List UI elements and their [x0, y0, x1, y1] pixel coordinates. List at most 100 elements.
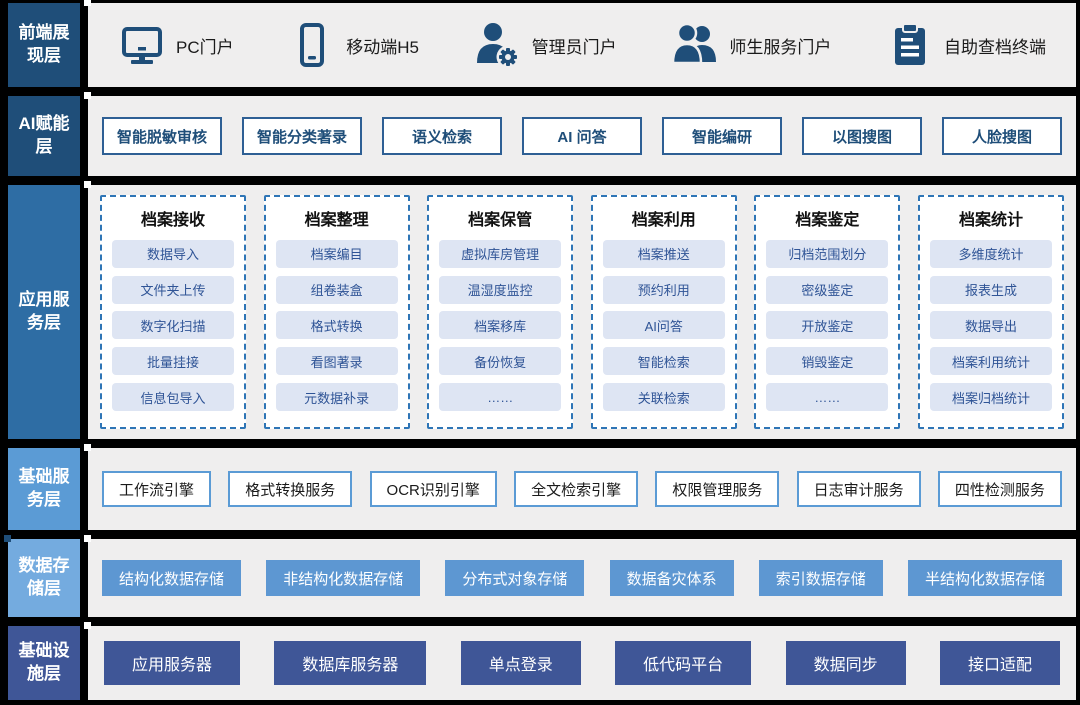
app-column-items: 数据导入 文件夹上传 数字化扫描 批量挂接 信息包导入	[112, 232, 234, 419]
ai-capability-box: 智能脱敏审核	[102, 117, 222, 155]
layer-infrastructure: 基础设施层 应用服务器 数据库服务器 单点登录 低代码平台 数据同步 接口适配	[8, 622, 1076, 700]
layer-label-infrastructure: 基础设施层	[8, 626, 80, 700]
app-module: 档案移库	[439, 311, 562, 340]
base-service-box: OCR识别引擎	[369, 471, 497, 507]
base-service-box: 格式转换服务	[228, 471, 353, 507]
panel-infrastructure: 应用服务器 数据库服务器 单点登录 低代码平台 数据同步 接口适配	[84, 622, 1076, 700]
layer-data-storage: 数据存储层 结构化数据存储 非结构化数据存储 分布式对象存储 数据备灾体系 索引…	[4, 535, 1076, 617]
infrastructure-box: 数据库服务器	[274, 641, 427, 685]
portal-label: 管理员门户	[531, 37, 617, 57]
app-column-title: 档案利用	[631, 212, 696, 229]
app-module: 报表生成	[929, 275, 1052, 304]
ai-capability-box: AI 问答	[522, 117, 642, 155]
app-column-title: 档案统计	[958, 212, 1023, 229]
app-module: 格式转换	[275, 311, 398, 340]
portal-label: 师生服务门户	[729, 37, 832, 57]
app-module: 预约利用	[602, 275, 725, 304]
app-module: 数据导出	[929, 311, 1052, 340]
layer-base-services: 基础服务层 工作流引擎 格式转换服务 OCR识别引擎 全文检索引擎 权限管理服务…	[8, 444, 1076, 530]
portal-item-teacher-student: 师生服务门户	[671, 21, 831, 69]
infrastructure-box: 应用服务器	[104, 641, 241, 685]
storage-box: 非结构化数据存储	[266, 560, 421, 596]
app-column-appraise: 档案鉴定 归档范围划分 密级鉴定 开放鉴定 销毁鉴定 ……	[754, 195, 901, 429]
portal-label: 自助查档终端	[943, 37, 1046, 57]
app-module: 批量挂接	[112, 347, 234, 376]
app-module: 多维度统计	[929, 239, 1052, 268]
clipboard-icon	[894, 23, 925, 65]
app-module: 档案编目	[275, 239, 398, 268]
app-module: 关联检索	[602, 383, 725, 412]
base-service-box: 权限管理服务	[655, 471, 780, 507]
app-module: 销毁鉴定	[766, 347, 889, 376]
app-module: 数据导入	[112, 239, 234, 268]
app-column-title: 档案整理	[304, 212, 369, 229]
app-module: 数字化扫描	[112, 311, 234, 340]
layer-label-app-services: 应用服务层	[8, 185, 80, 439]
app-module: 档案利用统计	[929, 347, 1052, 376]
infrastructure-box: 低代码平台	[615, 641, 752, 685]
app-module: 开放鉴定	[766, 311, 889, 340]
app-column-title: 档案鉴定	[795, 212, 860, 229]
layer-ai: AI赋能层 智能脱敏审核 智能分类著录 语义检索 AI 问答 智能编研 以图搜图…	[8, 92, 1076, 176]
app-column-organize: 档案整理 档案编目 组卷装盒 格式转换 看图著录 元数据补录	[263, 195, 410, 429]
layer-label-text: 基础设施层	[18, 641, 70, 683]
app-module: 温湿度监控	[439, 275, 562, 304]
ai-capability-box: 语义检索	[382, 117, 502, 155]
ai-capability-box: 智能编研	[662, 117, 782, 155]
app-module: AI问答	[602, 311, 725, 340]
layer-label-text: 数据存储层	[18, 556, 70, 598]
layer-label-text: 基础服务层	[18, 467, 70, 509]
app-module: 组卷装盒	[275, 275, 398, 304]
storage-box: 结构化数据存储	[102, 560, 242, 596]
layer-app-services: 应用服务层 档案接收 数据导入 文件夹上传 数字化扫描 批量挂接 信息包导入 档…	[8, 181, 1076, 439]
app-module: 档案推送	[602, 239, 725, 268]
app-column-items: 多维度统计 报表生成 数据导出 档案利用统计 档案归档统计	[929, 232, 1052, 419]
storage-box: 索引数据存储	[758, 560, 883, 596]
app-column-statistics: 档案统计 多维度统计 报表生成 数据导出 档案利用统计 档案归档统计	[917, 195, 1064, 429]
base-service-box: 工作流引擎	[102, 471, 212, 507]
app-module: 密级鉴定	[766, 275, 889, 304]
layer-label-ai: AI赋能层	[8, 96, 80, 176]
app-column-utilize: 档案利用 档案推送 预约利用 AI问答 智能检索 关联检索	[590, 195, 737, 429]
panel-data-storage: 结构化数据存储 非结构化数据存储 分布式对象存储 数据备灾体系 索引数据存储 半…	[84, 535, 1076, 617]
app-column-items: 虚拟库房管理 温湿度监控 档案移库 备份恢复 ……	[439, 232, 562, 419]
portal-item-pc: PC门户	[118, 21, 234, 69]
portal-label: PC门户	[176, 37, 234, 57]
app-column-title: 档案保管	[468, 212, 533, 229]
storage-box: 分布式对象存储	[445, 560, 585, 596]
app-column-title: 档案接收	[140, 212, 205, 229]
app-module: 文件夹上传	[112, 275, 234, 304]
app-module: 备份恢复	[439, 347, 562, 376]
ai-capability-list: 智能脱敏审核 智能分类著录 语义检索 AI 问答 智能编研 以图搜图 人脸搜图	[88, 96, 1076, 176]
storage-list: 结构化数据存储 非结构化数据存储 分布式对象存储 数据备灾体系 索引数据存储 半…	[88, 539, 1076, 617]
ai-capability-box: 智能分类著录	[242, 117, 362, 155]
layer-label-data-storage: 数据存储层	[4, 535, 80, 617]
base-service-box: 日志审计服务	[796, 471, 921, 507]
app-module: 归档范围划分	[766, 239, 889, 268]
layer-label-frontend: 前端展现层	[8, 3, 80, 87]
base-service-list: 工作流引擎 格式转换服务 OCR识别引擎 全文检索引擎 权限管理服务 日志审计服…	[88, 448, 1076, 530]
app-module: ……	[766, 383, 889, 412]
app-module: 信息包导入	[112, 383, 234, 412]
app-module: 元数据补录	[275, 383, 398, 412]
infrastructure-box: 数据同步	[785, 641, 906, 685]
panel-ai: 智能脱敏审核 智能分类著录 语义检索 AI 问答 智能编研 以图搜图 人脸搜图	[84, 92, 1076, 176]
app-column-items: 归档范围划分 密级鉴定 开放鉴定 销毁鉴定 ……	[766, 232, 889, 419]
layer-label-text: 前端展现层	[18, 23, 70, 65]
panel-app-services: 档案接收 数据导入 文件夹上传 数字化扫描 批量挂接 信息包导入 档案整理 档案…	[84, 181, 1076, 439]
infrastructure-list: 应用服务器 数据库服务器 单点登录 低代码平台 数据同步 接口适配	[88, 626, 1076, 700]
smartphone-icon	[300, 23, 325, 67]
panel-base-services: 工作流引擎 格式转换服务 OCR识别引擎 全文检索引擎 权限管理服务 日志审计服…	[84, 444, 1076, 530]
portal-item-admin: 管理员门户	[474, 21, 617, 69]
base-service-box: 全文检索引擎	[514, 471, 639, 507]
app-module: 看图著录	[275, 347, 398, 376]
monitor-icon	[122, 27, 162, 64]
infrastructure-box: 接口适配	[939, 641, 1060, 685]
layer-label-base-services: 基础服务层	[8, 448, 80, 530]
layer-frontend: 前端展现层 PC门户 移动端H5	[8, 0, 1076, 87]
app-module-columns: 档案接收 数据导入 文件夹上传 数字化扫描 批量挂接 信息包导入 档案整理 档案…	[88, 185, 1076, 439]
storage-box: 数据备灾体系	[609, 560, 734, 596]
app-module: 智能检索	[602, 347, 725, 376]
ai-capability-box: 人脸搜图	[942, 117, 1062, 155]
